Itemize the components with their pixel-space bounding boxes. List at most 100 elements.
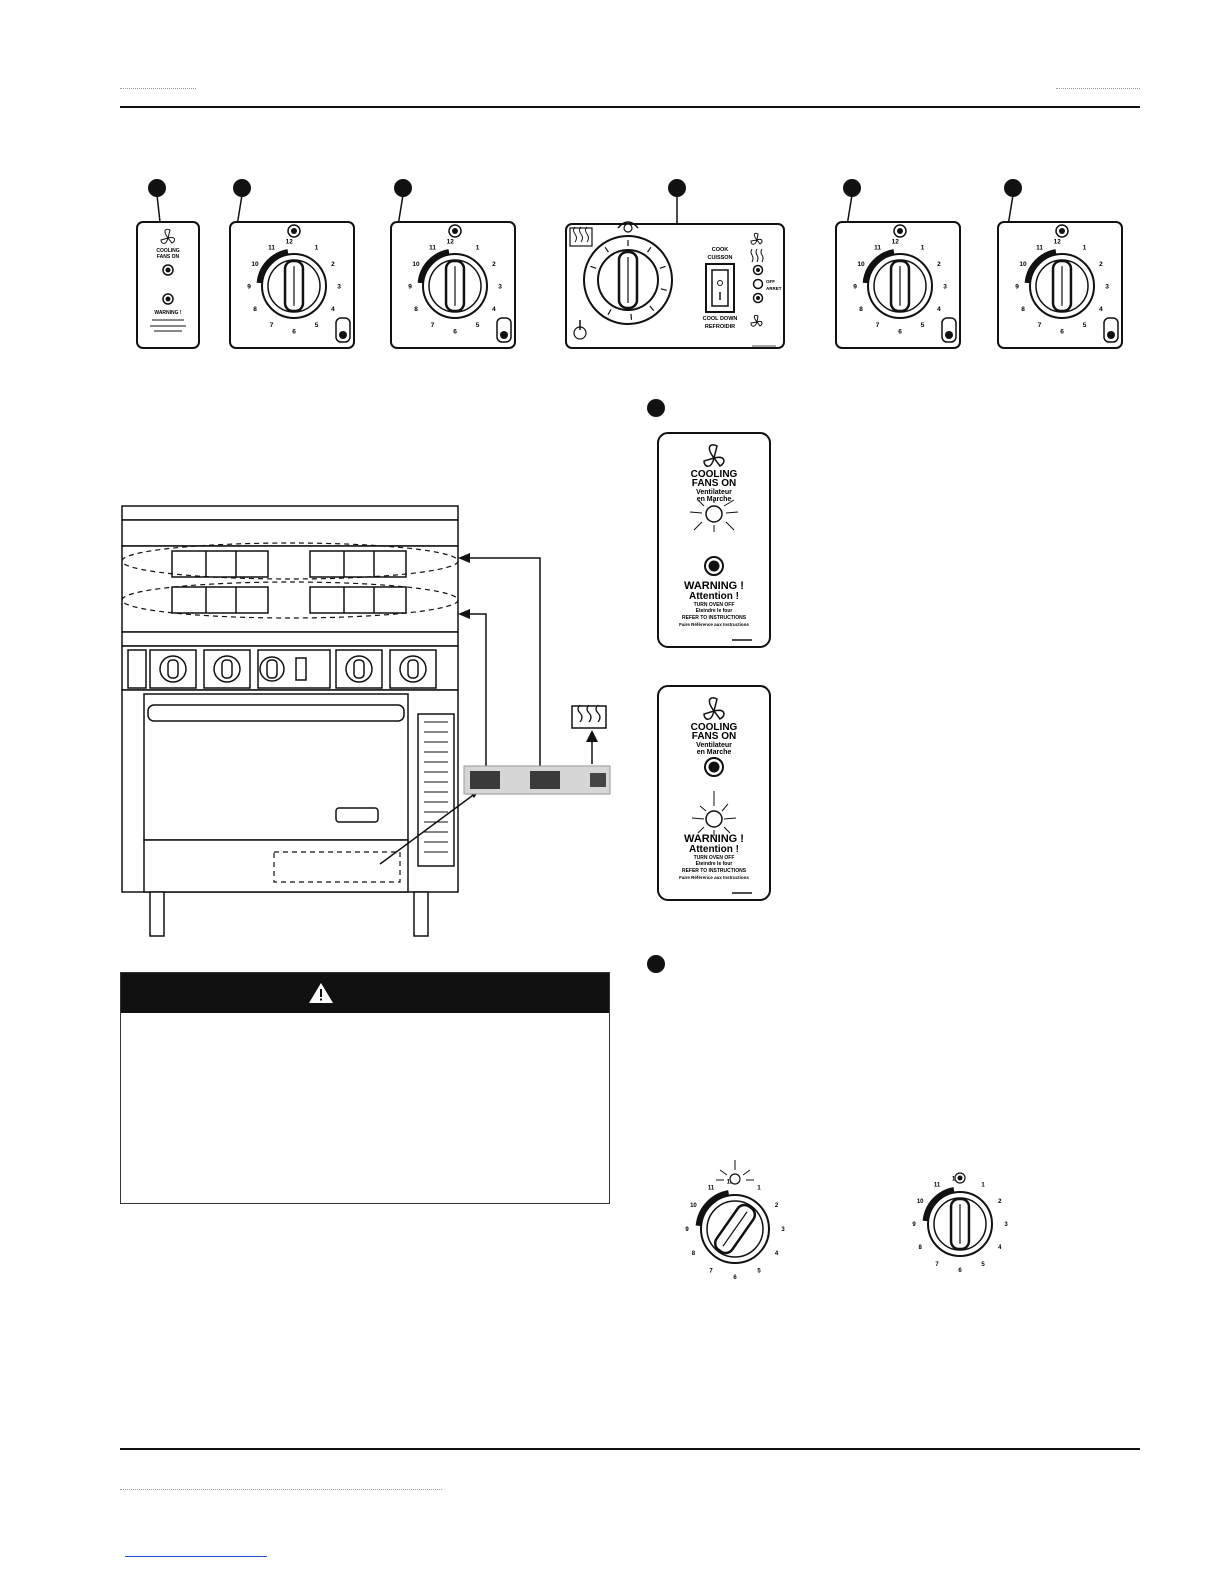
- svg-text:1: 1: [1083, 244, 1087, 251]
- svg-text:4: 4: [998, 1245, 1002, 1251]
- fan-warning-labels: COOLING FANS ON Ventilateur en Marche WA…: [657, 432, 771, 901]
- warning-triangle-icon: [309, 983, 333, 1003]
- svg-text:9: 9: [408, 283, 412, 290]
- svg-text:9: 9: [247, 283, 251, 290]
- svg-text:7: 7: [431, 322, 435, 329]
- svg-text:4: 4: [1099, 306, 1103, 313]
- callout-bullet-6: [1004, 179, 1022, 197]
- svg-text:3: 3: [498, 283, 502, 290]
- svg-text:1: 1: [757, 1186, 761, 1192]
- svg-text:2: 2: [1099, 261, 1103, 268]
- svg-text:3: 3: [943, 283, 947, 290]
- svg-text:4: 4: [331, 306, 335, 313]
- svg-text:4: 4: [775, 1251, 779, 1257]
- svg-text:2: 2: [998, 1199, 1002, 1205]
- svg-text:7: 7: [709, 1269, 713, 1275]
- svg-text:2: 2: [937, 261, 941, 268]
- control-panels-row: COOLING FANS ON WARNING ! 12123456789101…: [136, 194, 1123, 349]
- svg-text:6: 6: [898, 328, 902, 335]
- label-b-line-4: Faire Référence aux Instructions: [679, 875, 749, 880]
- svg-text:11: 11: [1036, 244, 1043, 251]
- footer-dots: [120, 1489, 442, 1490]
- svg-text:12: 12: [1054, 239, 1062, 246]
- svg-text:6: 6: [1060, 328, 1064, 335]
- label-b-title-2: FANS ON: [692, 731, 736, 742]
- label-b-attention: Attention !: [689, 844, 739, 855]
- svg-text:1: 1: [921, 244, 925, 251]
- small-fan-title-1: COOLING: [156, 248, 179, 254]
- label-a-line-4: Faire Référence aux Instructions: [679, 622, 749, 627]
- oven-off: OFF: [766, 279, 775, 284]
- header-right-dots: [1056, 88, 1140, 89]
- callout-bullet-5: [843, 179, 861, 197]
- svg-text:10: 10: [917, 1199, 924, 1205]
- svg-text:12: 12: [727, 1179, 734, 1185]
- svg-text:10: 10: [857, 261, 865, 268]
- header-left-dots: [120, 88, 196, 89]
- svg-text:12: 12: [892, 239, 900, 246]
- oven-control-panel: COOK CUISSON COOL DOWN REFROIDIR OFF ARR…: [565, 221, 785, 349]
- header-rule: [120, 106, 1140, 108]
- callout-bullet-2: [233, 179, 251, 197]
- label-a-sub-1: Ventilateur: [696, 489, 732, 496]
- range-illustration: [121, 505, 611, 937]
- fan-label-fans-on: COOLING FANS ON Ventilateur en Marche WA…: [657, 432, 771, 648]
- oven-cool-down: COOL DOWN: [703, 316, 738, 322]
- svg-text:7: 7: [270, 322, 274, 329]
- svg-text:10: 10: [412, 261, 420, 268]
- label-b-line-1: TURN OVEN OFF: [694, 855, 735, 861]
- oven-cook: COOK: [712, 247, 729, 253]
- svg-text:4: 4: [937, 306, 941, 313]
- callout-bullet-4: [668, 179, 686, 197]
- label-a-lamp-lit: [705, 505, 723, 523]
- svg-text:8: 8: [1021, 306, 1025, 313]
- svg-text:8: 8: [253, 306, 257, 313]
- svg-text:11: 11: [708, 1186, 715, 1192]
- svg-text:1: 1: [476, 244, 480, 251]
- svg-text:11: 11: [429, 244, 436, 251]
- label-b-line-2: Eteindre le four: [696, 861, 733, 867]
- warning-box-header: [121, 973, 609, 1013]
- svg-text:8: 8: [692, 1251, 696, 1257]
- svg-text:5: 5: [757, 1269, 761, 1275]
- warning-box: [120, 972, 610, 1204]
- svg-text:3: 3: [337, 283, 341, 290]
- svg-text:1: 1: [981, 1182, 985, 1188]
- svg-text:8: 8: [414, 306, 418, 313]
- svg-text:7: 7: [1038, 322, 1042, 329]
- label-section-bullet-1: [647, 399, 665, 417]
- label-a-attention: Attention !: [689, 591, 739, 602]
- svg-text:3: 3: [781, 1227, 785, 1233]
- svg-text:5: 5: [476, 322, 480, 329]
- svg-text:12: 12: [447, 239, 455, 246]
- svg-text:9: 9: [685, 1227, 689, 1233]
- svg-text:5: 5: [921, 322, 925, 329]
- svg-text:6: 6: [292, 328, 296, 335]
- svg-text:7: 7: [876, 322, 880, 329]
- label-a-sub-2: en Marche: [697, 496, 732, 503]
- svg-text:2: 2: [331, 261, 335, 268]
- svg-text:3: 3: [1004, 1222, 1008, 1228]
- svg-text:5: 5: [981, 1262, 985, 1268]
- svg-text:10: 10: [1019, 261, 1027, 268]
- footer-link-underline: [125, 1556, 267, 1557]
- label-section-bullet-2: [647, 955, 665, 973]
- svg-text:9: 9: [912, 1222, 916, 1228]
- oven-cuisson: CUISSON: [707, 255, 732, 261]
- label-a-line-1: TURN OVEN OFF: [694, 602, 735, 608]
- footer-rule: [120, 1448, 1140, 1450]
- fan-indicator-panel-small: COOLING FANS ON WARNING !: [136, 221, 200, 349]
- label-a-warning: WARNING !: [684, 580, 744, 592]
- label-b-lamp-lit: [705, 810, 723, 828]
- svg-text:5: 5: [315, 322, 319, 329]
- oven-refroidir: REFROIDIR: [705, 324, 735, 330]
- label-b-title-1: COOLING: [691, 722, 738, 733]
- svg-text:8: 8: [918, 1245, 922, 1251]
- svg-text:5: 5: [1083, 322, 1087, 329]
- svg-text:10: 10: [690, 1203, 697, 1209]
- label-a-line-2: Eteindre le four: [696, 608, 733, 614]
